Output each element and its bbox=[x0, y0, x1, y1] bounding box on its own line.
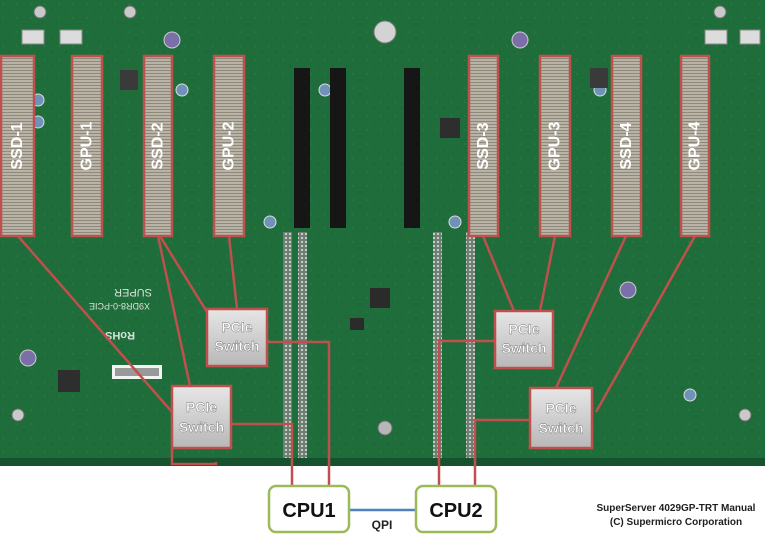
slot-label: SSD-1 bbox=[9, 122, 26, 169]
pcie-slot-ssd-3: SSD-3 bbox=[467, 54, 500, 238]
pcie-connection-lines bbox=[17, 235, 697, 486]
board-model-text: X9DR8-0-PCIE bbox=[89, 301, 150, 311]
pcie-switch-left-upper: PCIe Switch bbox=[205, 307, 269, 368]
pcie-slot-ssd-4: SSD-4 bbox=[610, 54, 643, 238]
switch-label-line2: Switch bbox=[179, 419, 224, 435]
pcie-slot-ssd-2: SSD-2 bbox=[142, 54, 174, 238]
pcie-slot-gpu-3: GPU-3 bbox=[538, 54, 572, 238]
cpu2-box: CPU2 bbox=[414, 484, 498, 534]
pcie-slot-gpu-2: GPU-2 bbox=[212, 54, 246, 238]
switch-label-line1: PCIe bbox=[508, 321, 539, 337]
switch-label-line1: PCIe bbox=[221, 319, 252, 335]
slot-label: SSD-2 bbox=[150, 122, 167, 169]
pcie-switch-right-lower: PCIe Switch bbox=[528, 386, 594, 450]
slot-label: GPU-2 bbox=[221, 121, 238, 170]
board-vendor-text: SUPER bbox=[114, 286, 152, 298]
switch-label-line2: Switch bbox=[214, 338, 259, 354]
slot-label: GPU-3 bbox=[547, 121, 564, 170]
qpi-label: QPI bbox=[372, 518, 393, 532]
credit-line-2: (C) Supermicro Corporation bbox=[610, 517, 742, 528]
motherboard: SUPER X9DR8-0-PCIE RoHS bbox=[0, 0, 765, 466]
cpu-label: CPU1 bbox=[282, 500, 335, 522]
slot-label: SSD-3 bbox=[475, 122, 492, 169]
switch-label-line2: Switch bbox=[538, 420, 583, 436]
pcie-slot-ssd-1: SSD-1 bbox=[0, 54, 36, 238]
cpu-label: CPU2 bbox=[429, 500, 482, 522]
slot-label: GPU-1 bbox=[79, 121, 96, 170]
rohs-mark-text: RoHS bbox=[105, 329, 135, 341]
switch-label-line1: PCIe bbox=[186, 399, 217, 415]
switch-label-line1: PCIe bbox=[545, 400, 576, 416]
credit-line-1: SuperServer 4029GP-TRT Manual bbox=[597, 503, 756, 514]
pcie-switch-right-upper: PCIe Switch bbox=[493, 309, 555, 370]
pcie-slot-gpu-1: GPU-1 bbox=[70, 54, 104, 238]
switch-label-line2: Switch bbox=[501, 340, 546, 356]
qpi-link: QPI bbox=[350, 508, 415, 532]
slot-label: GPU-4 bbox=[687, 121, 704, 170]
slot-label: SSD-4 bbox=[618, 122, 635, 169]
cpu1-box: CPU1 bbox=[267, 484, 351, 534]
pcie-slot-gpu-4: GPU-4 bbox=[679, 54, 711, 238]
pcie-switch-left-lower: PCIe Switch bbox=[170, 384, 233, 450]
credit-caption: SuperServer 4029GP-TRT Manual (C) Superm… bbox=[597, 503, 756, 528]
